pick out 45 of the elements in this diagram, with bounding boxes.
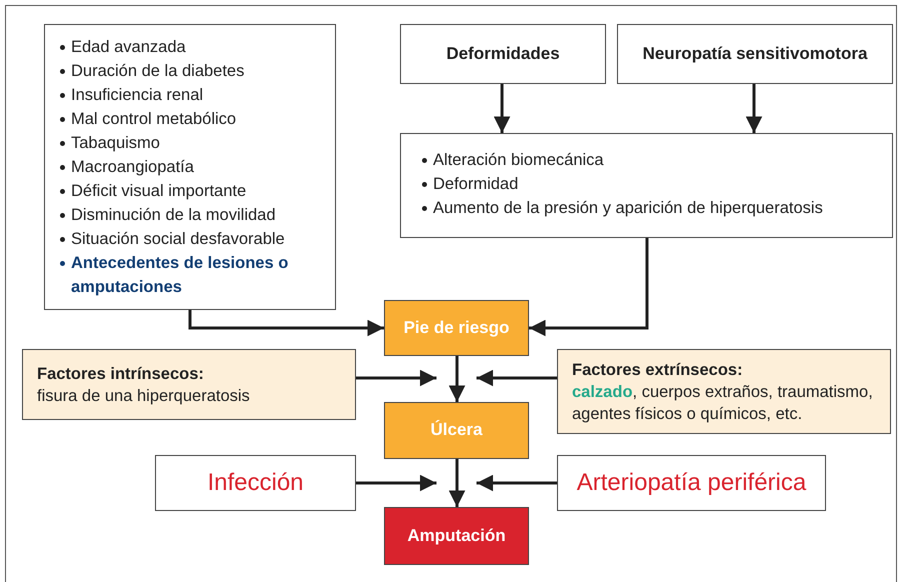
process-box bbox=[155, 455, 356, 511]
arrow bbox=[746, 84, 762, 133]
arrow bbox=[448, 356, 466, 402]
bullet-text: Alteración biomecánica bbox=[433, 150, 604, 171]
process-box bbox=[22, 349, 356, 420]
arrow bbox=[448, 459, 466, 507]
node-label: Amputación bbox=[407, 526, 506, 546]
node-label: Pie de riesgo bbox=[404, 318, 510, 338]
node-label: Úlcera bbox=[430, 420, 482, 441]
node-label: Arteriopatía periférica bbox=[576, 468, 806, 498]
process-box bbox=[557, 455, 826, 511]
process-box bbox=[384, 507, 529, 565]
arrow bbox=[356, 474, 436, 492]
bullet-text: Insuficiencia renal bbox=[71, 85, 204, 106]
factor-heading: Factores extrínsecos: bbox=[572, 360, 743, 380]
factor-text: calzado, cuerpos extraños, traumatismo, agentes físicos o químicos, etc. bbox=[572, 382, 874, 424]
arrow bbox=[476, 474, 557, 492]
arrow bbox=[476, 370, 557, 386]
node-label: Infección bbox=[207, 468, 304, 498]
bullet-text: Deformidad bbox=[433, 174, 518, 195]
bullet-text: Macroangiopatía bbox=[71, 157, 194, 178]
bullet-text: Mal control metabólico bbox=[71, 109, 236, 130]
arrow bbox=[529, 238, 648, 336]
arrow bbox=[188, 310, 384, 336]
factor-text: fisura de una hiperqueratosis bbox=[37, 386, 250, 406]
bullet-text: Tabaquismo bbox=[71, 133, 160, 154]
process-box bbox=[400, 133, 893, 238]
process-box bbox=[557, 349, 891, 434]
bullet-text: Aumento de la presión y aparición de hiperqueratosis bbox=[433, 198, 823, 219]
bullet-text: Déficit visual importante bbox=[71, 181, 246, 202]
process-box bbox=[400, 24, 606, 84]
bullet-text: Situación social desfavorable bbox=[71, 229, 285, 250]
arrow bbox=[356, 370, 436, 386]
bullet-text: Disminución de la movilidad bbox=[71, 205, 276, 226]
process-box bbox=[617, 24, 893, 84]
node-label: Neuropatía sensitivomotora bbox=[642, 44, 868, 64]
process-box bbox=[384, 402, 529, 459]
bullet-text: Antecedentes de lesiones o amputaciones bbox=[71, 253, 290, 298]
process-box bbox=[384, 300, 529, 356]
arrow bbox=[494, 84, 510, 133]
node-label: Deformidades bbox=[446, 44, 560, 64]
factor-heading: Factores intrínsecos: bbox=[37, 364, 204, 384]
process-box bbox=[44, 24, 336, 310]
bullet-text: Duración de la diabetes bbox=[71, 61, 244, 82]
bullet-text: Edad avanzada bbox=[71, 37, 186, 58]
